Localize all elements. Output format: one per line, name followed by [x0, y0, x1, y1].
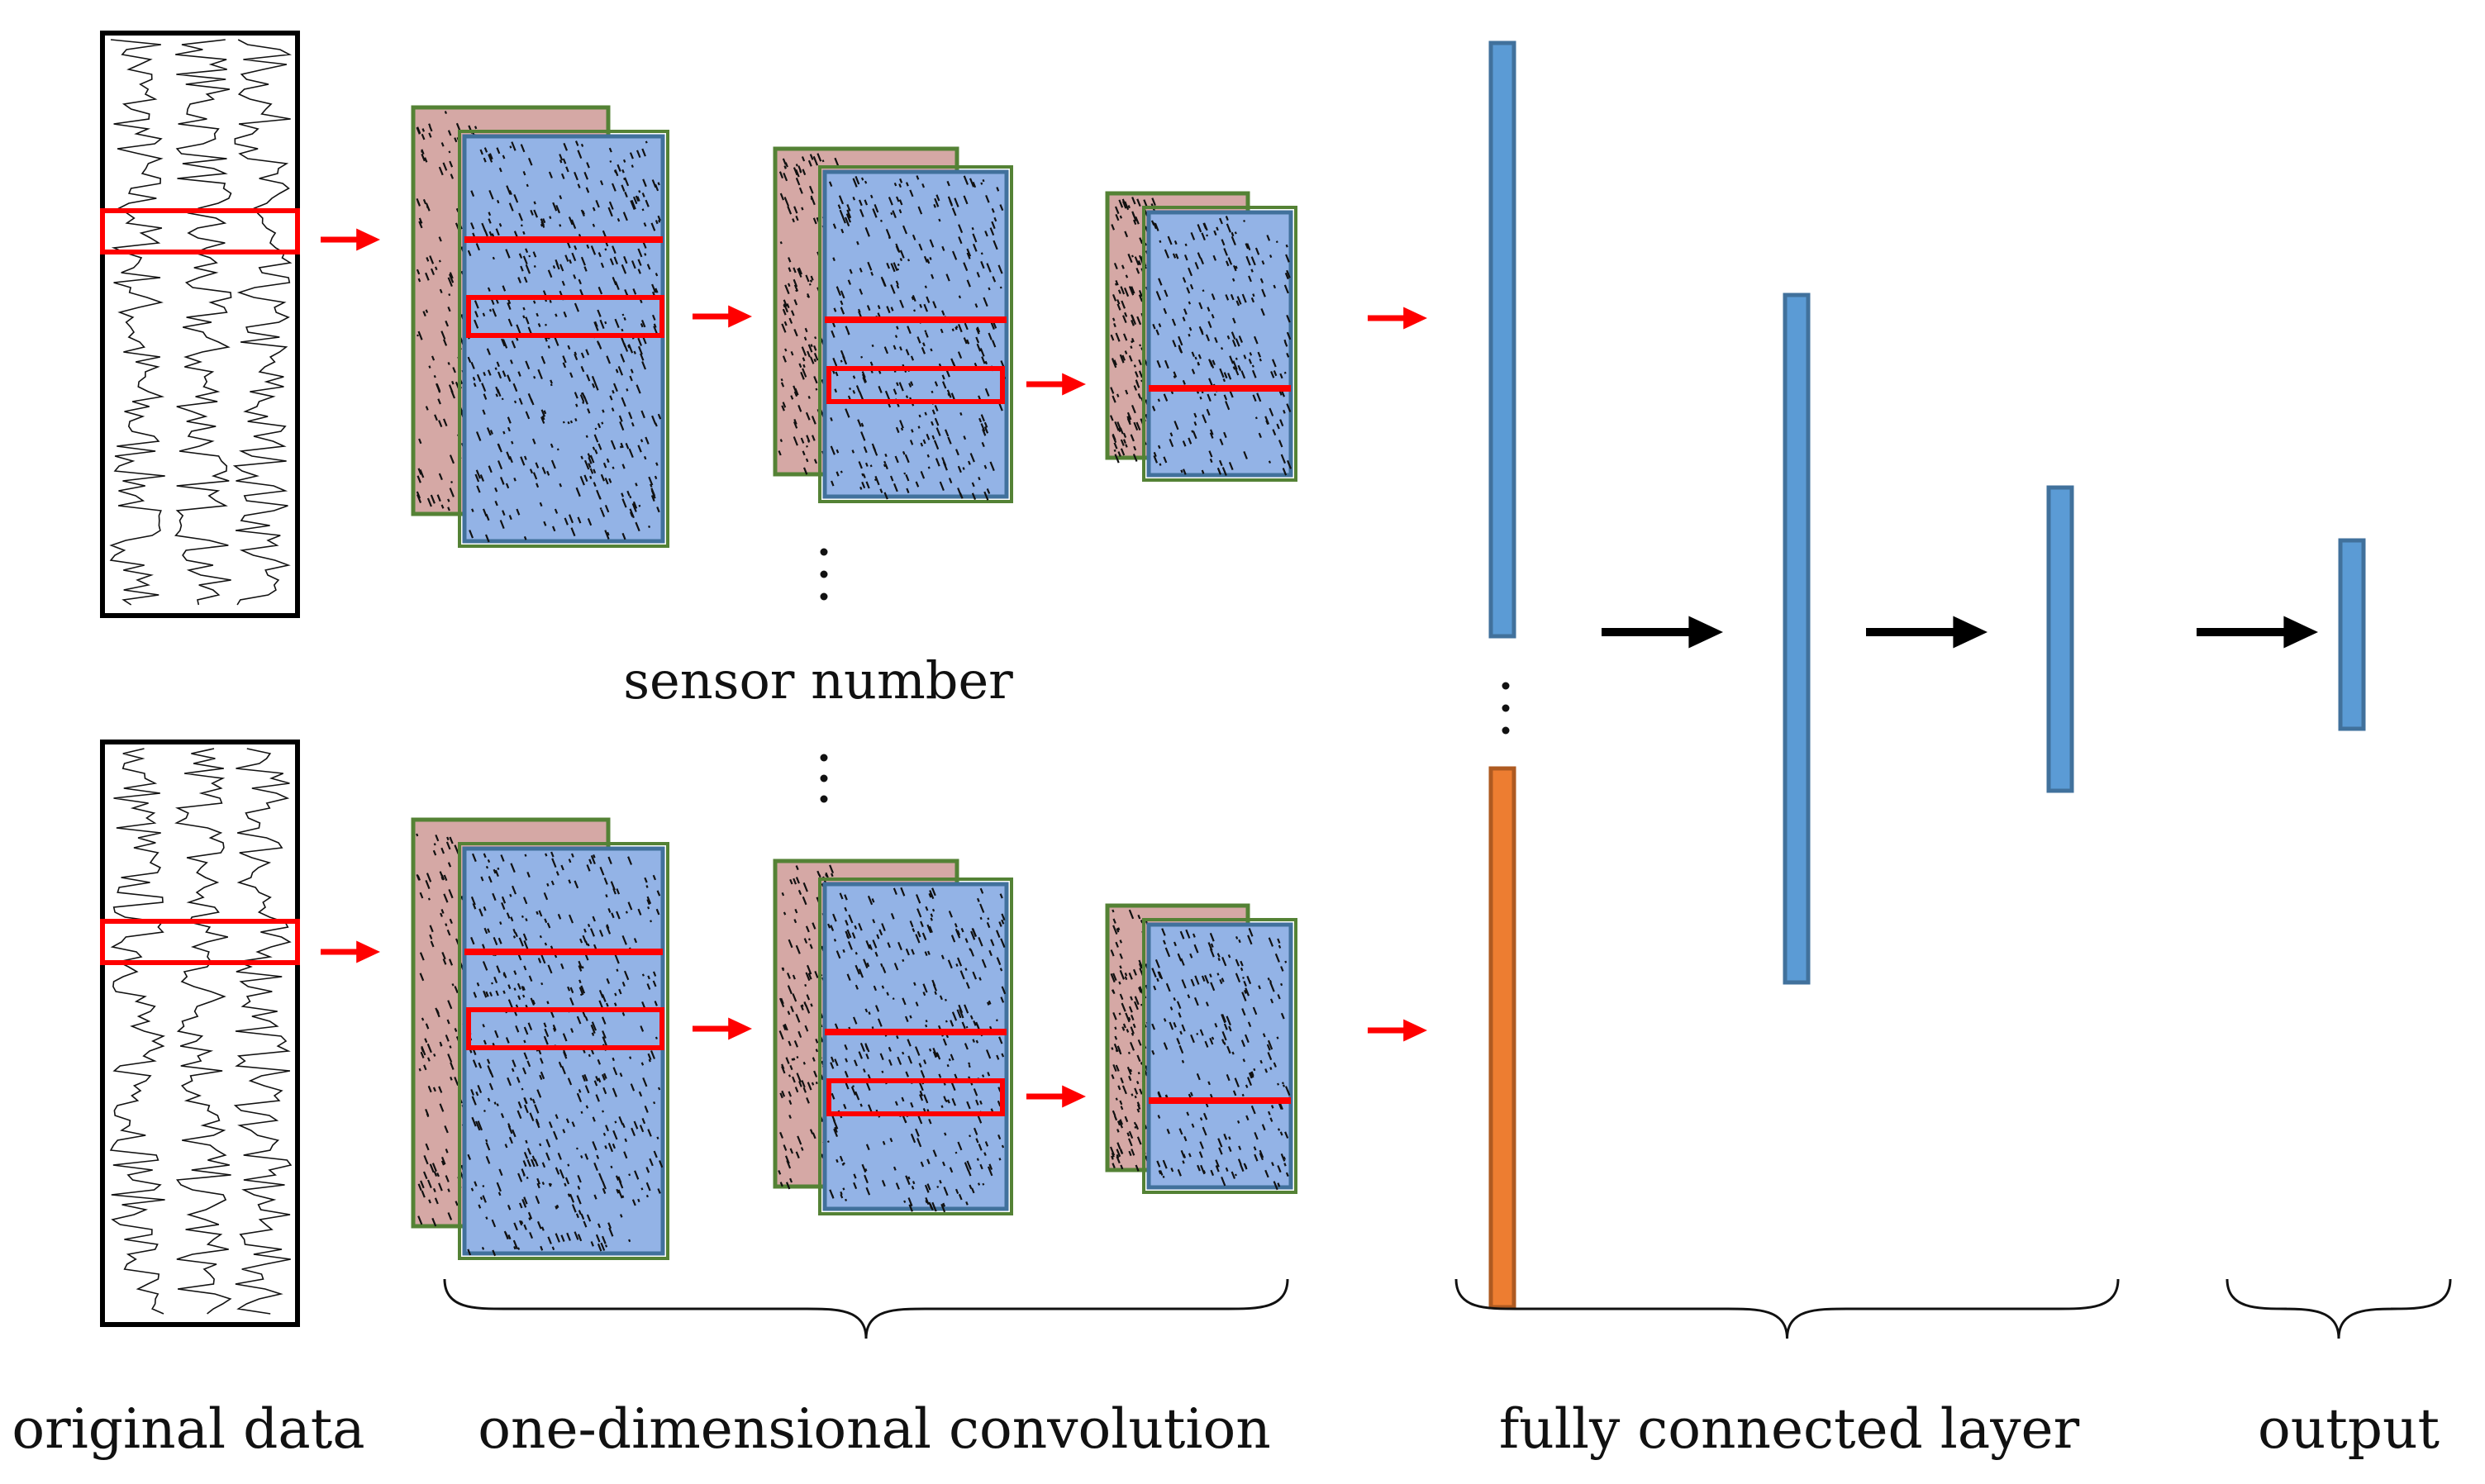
kernel-window: [826, 1078, 1005, 1116]
output-label: output: [2258, 1397, 2440, 1461]
feature-map-edge: [1142, 918, 1297, 1194]
feature-map-stack: [411, 817, 669, 1260]
curly-brace-icon: [443, 1278, 1289, 1339]
feature-map-edge: [458, 130, 669, 548]
feature-map-edge: [458, 842, 669, 1260]
signal-trace: [174, 39, 232, 606]
convolution-label: one-dimensional convolution: [478, 1397, 1270, 1461]
connection-arrows: [321, 228, 2318, 1108]
red-arrow-icon: [1026, 373, 1086, 396]
feature-specks: [1150, 216, 1292, 476]
red-arrow-icon: [1368, 1019, 1427, 1042]
fully-connected-label: fully connected layer: [1499, 1397, 2080, 1461]
vertical-ellipsis-icon: [820, 754, 828, 803]
feature-map-edge: [818, 165, 1013, 503]
highlight-window: [100, 919, 300, 965]
kernel-window: [826, 366, 1005, 404]
black-arrow-icon: [1602, 616, 1723, 649]
sensor-number-label: sensor number: [623, 650, 1013, 711]
feature-specks: [827, 175, 1007, 501]
red-arrow-icon: [1368, 307, 1427, 330]
highlight-window: [100, 208, 300, 254]
feature-map-stack: [1105, 191, 1297, 482]
feature-map-edge: [818, 878, 1013, 1215]
red-arrow-icon: [321, 940, 380, 963]
feature-map-front: [822, 169, 1009, 499]
original-data-label: original data: [12, 1397, 364, 1461]
red-arrow-icon: [1026, 1085, 1086, 1108]
feature-specks: [467, 140, 662, 543]
kernel-window: [466, 1007, 664, 1050]
original-data-panels: [100, 31, 300, 1327]
black-arrow-icon: [1866, 616, 1988, 649]
vertical-ellipsis-icon: [1502, 682, 1510, 735]
fc-layer-bar: [1783, 293, 1811, 985]
feature-map-stack: [1105, 903, 1297, 1194]
ellipsis-marks: [820, 548, 1510, 803]
fc-layer-bar: [2046, 485, 2074, 793]
fully-connected-bars: [1488, 40, 2366, 1310]
output-bar: [2338, 538, 2366, 731]
vertical-ellipsis-icon: [820, 548, 828, 601]
curly-brace-icon: [2226, 1278, 2452, 1339]
feature-map-stack: [411, 105, 669, 548]
feature-map-stack: [773, 146, 1013, 503]
curly-brace-icon: [1454, 1278, 2120, 1339]
red-arrow-icon: [321, 228, 380, 251]
red-arrow-icon: [693, 305, 752, 328]
black-arrow-icon: [2197, 616, 2318, 649]
signal-trace: [232, 39, 293, 606]
original-data-panel: [100, 31, 300, 618]
feature-map-front: [1146, 210, 1293, 478]
feature-map-stack: [773, 859, 1013, 1215]
feature-specks: [467, 851, 664, 1257]
signal-trace: [109, 748, 166, 1315]
convolution-stacks: [411, 105, 1297, 1260]
feature-specks: [1151, 927, 1291, 1191]
grouping-braces: [443, 1278, 2452, 1339]
feature-map-edge: [1142, 206, 1297, 482]
fc-layer-bar: [1488, 40, 1516, 639]
signal-trace: [174, 748, 232, 1315]
fc-layer-bar-orange: [1488, 766, 1516, 1310]
kernel-window: [466, 295, 664, 338]
signal-trace: [109, 39, 165, 606]
signal-trace: [233, 748, 293, 1315]
red-arrow-icon: [693, 1017, 752, 1040]
feature-map-front: [462, 134, 665, 544]
original-data-panel: [100, 740, 300, 1327]
